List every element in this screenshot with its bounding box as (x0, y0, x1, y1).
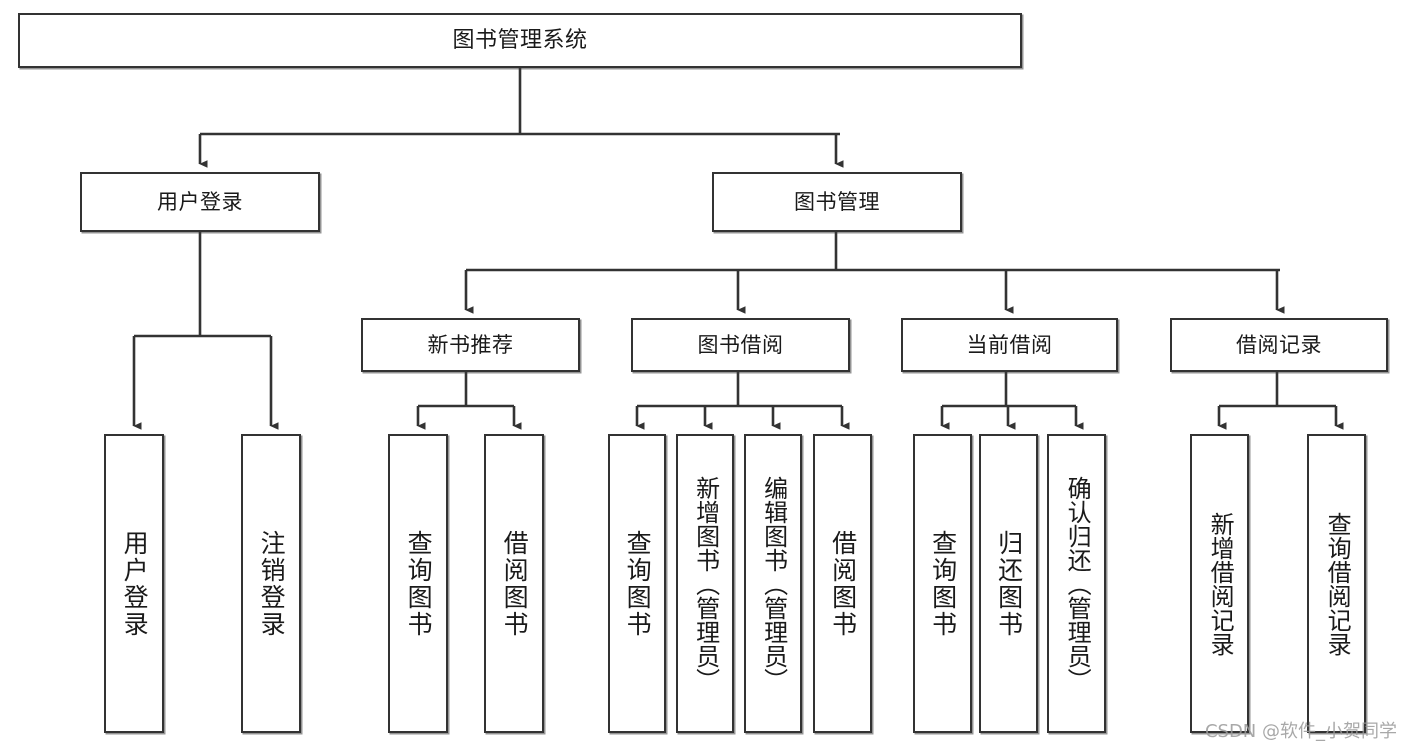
node-label: 借阅图书 (828, 529, 858, 638)
node-label: 查询图书 (623, 529, 653, 638)
node-label: 编辑图书（管理员） (759, 475, 788, 692)
csdn-watermark: CSDN @软件_小贺同学 (1204, 721, 1397, 742)
leaf-book-borrow-query-books[interactable]: 查询图书 (608, 434, 666, 733)
node-label: 归还图书 (994, 529, 1024, 638)
node-label: 查询图书 (404, 529, 434, 638)
leaf-book-borrow-edit-book-admin[interactable]: 编辑图书（管理员） (744, 434, 802, 733)
node-label: 借阅图书 (500, 529, 530, 638)
leaf-new-book-borrow-books[interactable]: 借阅图书 (484, 434, 544, 733)
node-label: 图书借阅 (697, 332, 784, 357)
node-label: 新书推荐 (427, 332, 514, 357)
node-label: 图书管理系统 (452, 27, 588, 53)
node-book-borrow[interactable]: 图书借阅 (631, 318, 850, 372)
node-label: 借阅记录 (1236, 332, 1322, 357)
leaf-current-borrow-confirm-return-admin[interactable]: 确认归还（管理员） (1047, 434, 1106, 733)
node-root-book-management-system[interactable]: 图书管理系统 (18, 13, 1022, 68)
node-label: 用户登录 (157, 189, 243, 214)
node-user-login[interactable]: 用户登录 (80, 172, 320, 232)
leaf-user-login-signout[interactable]: 注销登录 (241, 434, 301, 733)
node-label: 确认归还（管理员） (1063, 475, 1092, 692)
leaf-borrow-record-query-record[interactable]: 查询借阅记录 (1307, 434, 1366, 733)
node-label: 新增借阅记录 (1206, 511, 1235, 656)
node-borrow-record[interactable]: 借阅记录 (1170, 318, 1388, 372)
node-label: 注销登录 (257, 529, 287, 638)
node-label: 新增图书（管理员） (691, 475, 720, 692)
node-label: 查询借阅记录 (1323, 511, 1352, 656)
leaf-borrow-record-add-record[interactable]: 新增借阅记录 (1190, 434, 1249, 733)
node-current-borrow[interactable]: 当前借阅 (901, 318, 1118, 372)
node-book-management[interactable]: 图书管理 (712, 172, 962, 232)
node-new-book-recommend[interactable]: 新书推荐 (361, 318, 580, 372)
node-label: 图书管理 (794, 189, 880, 214)
leaf-book-borrow-borrow-books[interactable]: 借阅图书 (813, 434, 872, 733)
node-label: 当前借阅 (966, 332, 1053, 357)
leaf-user-login-signin[interactable]: 用户登录 (104, 434, 164, 733)
leaf-current-borrow-return-books[interactable]: 归还图书 (979, 434, 1038, 733)
node-label: 查询图书 (928, 529, 958, 638)
leaf-current-borrow-query-books[interactable]: 查询图书 (913, 434, 972, 733)
leaf-book-borrow-add-book-admin[interactable]: 新增图书（管理员） (676, 434, 734, 733)
leaf-new-book-query-books[interactable]: 查询图书 (388, 434, 448, 733)
node-label: 用户登录 (120, 529, 150, 638)
